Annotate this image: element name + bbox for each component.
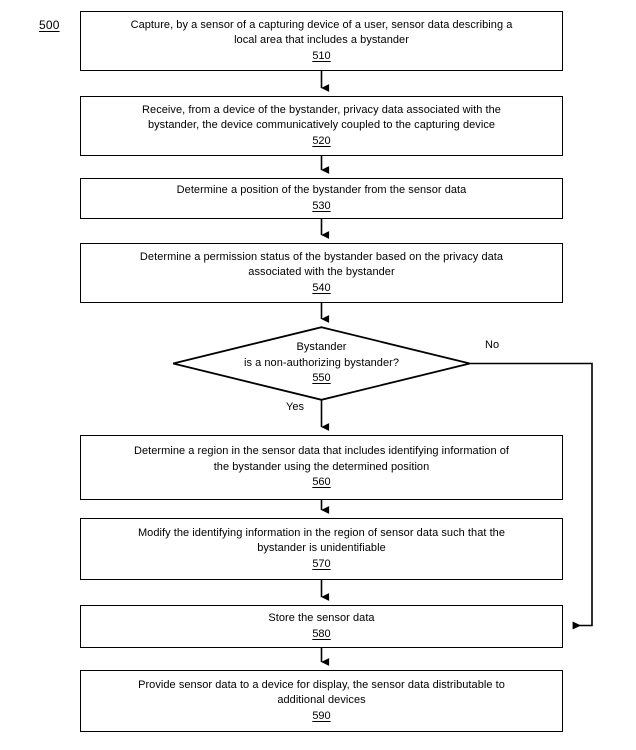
node-590-number: 590 bbox=[312, 709, 331, 722]
node-520-number: 520 bbox=[312, 134, 331, 147]
node-590-text: Provide sensor data to a device for disp… bbox=[138, 678, 505, 707]
node-550-text: Bystander is a non-authorizing bystander… bbox=[243, 341, 400, 369]
decision-550-content: Bystander is a non-authorizing bystander… bbox=[172, 332, 471, 395]
node-540-number: 540 bbox=[312, 281, 331, 294]
flowchart-node-520[interactable]: Receive, from a device of the bystander,… bbox=[80, 96, 563, 156]
node-550-number: 550 bbox=[312, 372, 331, 385]
node-520-text: Receive, from a device of the bystander,… bbox=[142, 103, 501, 132]
decision-diamond-shape bbox=[172, 326, 471, 401]
flowchart-node-580[interactable]: Store the sensor data 580 bbox=[80, 605, 563, 648]
flowchart-node-510[interactable]: Capture, by a sensor of a capturing devi… bbox=[80, 11, 563, 71]
branch-label-no: No bbox=[485, 339, 500, 351]
flowchart-node-530[interactable]: Determine a position of the bystander fr… bbox=[80, 178, 563, 219]
flowchart-node-540[interactable]: Determine a permission status of the bys… bbox=[80, 243, 563, 303]
flowchart-node-550[interactable]: Bystander is a non-authorizing bystander… bbox=[172, 326, 471, 401]
flowchart-node-570[interactable]: Modify the identifying information in th… bbox=[80, 518, 563, 580]
node-510-text: Capture, by a sensor of a capturing devi… bbox=[130, 18, 513, 47]
flowchart-node-560[interactable]: Determine a region in the sensor data th… bbox=[80, 435, 563, 500]
node-570-text: Modify the identifying information in th… bbox=[137, 526, 506, 555]
node-530-number: 530 bbox=[312, 199, 331, 212]
branch-label-yes: Yes bbox=[286, 401, 304, 413]
node-510-number: 510 bbox=[312, 49, 331, 62]
figure-number-label: 500 bbox=[39, 18, 60, 32]
node-530-text: Determine a position of the bystander fr… bbox=[176, 184, 467, 196]
node-580-number: 580 bbox=[312, 627, 331, 640]
node-580-text: Store the sensor data bbox=[268, 612, 375, 624]
node-560-text: Determine a region in the sensor data th… bbox=[133, 445, 510, 473]
node-570-number: 570 bbox=[312, 557, 331, 570]
node-540-text: Determine a permission status of the bys… bbox=[139, 250, 504, 279]
node-560-number: 560 bbox=[312, 476, 331, 489]
flowchart-node-590[interactable]: Provide sensor data to a device for disp… bbox=[80, 670, 563, 732]
